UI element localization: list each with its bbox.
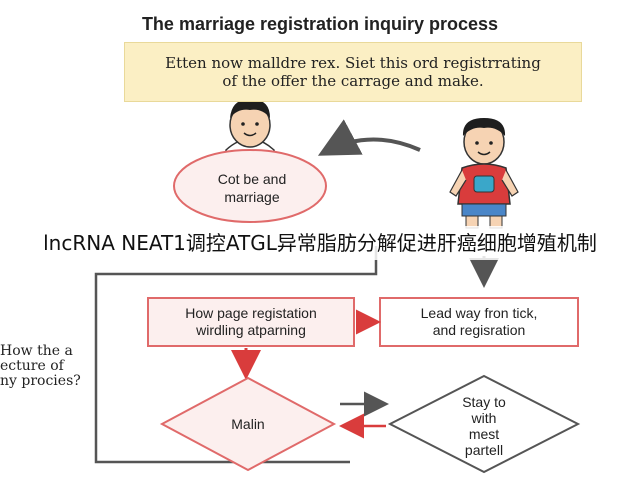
side-question-line-3: ny procies? xyxy=(0,373,81,389)
decision-diamond-left xyxy=(159,376,337,472)
process-box-left-line-1: How page registation xyxy=(185,305,317,321)
ellipse-label-line-1: Cot be and xyxy=(217,171,287,187)
instruction-banner: Etten now malldre rex. Siet this ord reg… xyxy=(124,42,582,102)
decision-diamond-right xyxy=(387,374,581,474)
side-question-line-2: ecture of xyxy=(0,358,64,374)
banner-line-2: of the offer the carrage and make. xyxy=(222,72,484,90)
process-box-right xyxy=(379,297,579,347)
decision-diamond-right-line-3: mest xyxy=(468,426,500,442)
process-box-right-line-2: and regisration xyxy=(432,322,526,338)
person-right-illustration xyxy=(449,118,519,229)
process-box-left xyxy=(147,297,355,347)
decision-diamond-right-label: Stay to with mest partell xyxy=(424,394,544,458)
ellipse-label-line-2: marriage xyxy=(224,189,280,205)
curved-arrow xyxy=(317,119,421,156)
ellipse-label: Cot be and marriage xyxy=(182,170,322,206)
decision-diamond-right-line-1: Stay to xyxy=(462,394,506,410)
decision-diamond-left-label: Malin xyxy=(231,416,265,432)
banner-line-1: Etten now malldre rex. Siet this ord reg… xyxy=(165,54,541,72)
process-box-left-line-2: wirdling atparning xyxy=(196,322,306,338)
loop-connector xyxy=(94,246,378,464)
decision-diamond-right-line-2: with xyxy=(471,410,497,426)
process-box-left-label: How page registation wirdling atparning xyxy=(148,305,354,339)
diagram-title: The marriage registration inquiry proces… xyxy=(141,14,499,34)
process-box-right-line-1: Lead way fron tick, xyxy=(420,305,538,321)
marriage-ellipse-node xyxy=(173,149,327,223)
overlay-caption: lncRNA NEAT1调控ATGL异常脂肪分解促进肝癌细胞增殖机制 xyxy=(0,226,640,260)
decision-diamond-right-line-4: partell xyxy=(464,442,504,458)
side-question-line-1: How the a xyxy=(0,343,73,359)
process-box-right-label: Lead way fron tick, and regisration xyxy=(380,305,578,339)
